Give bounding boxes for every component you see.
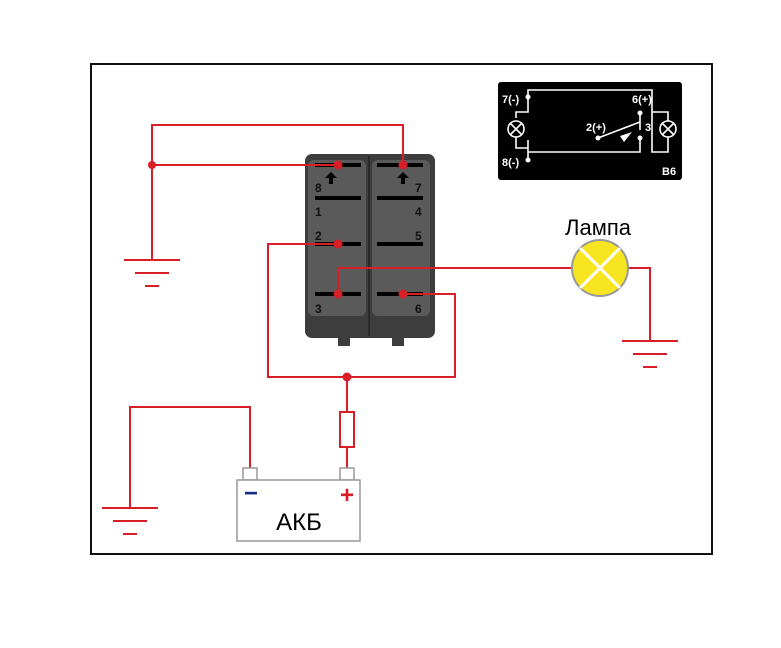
inset-node-7 bbox=[525, 94, 531, 100]
junction-pin7 bbox=[398, 160, 408, 170]
pin-label-8: 8 bbox=[315, 181, 322, 195]
wires bbox=[129, 124, 651, 507]
inset-label-6: 6(+) bbox=[632, 94, 652, 106]
lamp: Лампа bbox=[565, 215, 632, 297]
inset-label-7: 7(-) bbox=[502, 94, 519, 106]
switch-tab-left bbox=[338, 334, 350, 346]
pin-label-6: 6 bbox=[415, 302, 422, 316]
inset-wire-left bbox=[515, 96, 529, 118]
battery-body bbox=[236, 479, 361, 542]
pin-label-3: 3 bbox=[315, 302, 322, 316]
contact-bar-5 bbox=[377, 242, 423, 246]
pin-label-4: 4 bbox=[415, 205, 422, 219]
lamp-arrow-right-icon bbox=[397, 172, 409, 184]
battery-label: АКБ bbox=[276, 509, 322, 536]
pin-label-1: 1 bbox=[315, 205, 322, 219]
inset-background bbox=[498, 82, 682, 180]
inset-wire-bottom bbox=[528, 138, 641, 153]
inset-node-2 bbox=[595, 135, 601, 141]
fuse-icon bbox=[339, 411, 355, 448]
inset-wire-left-bottom bbox=[515, 137, 529, 160]
ground-symbol-battery bbox=[102, 507, 158, 535]
inset-node-6 bbox=[637, 110, 643, 116]
inset-label-2: 2(+) bbox=[586, 122, 606, 134]
junction-pin2 bbox=[333, 239, 343, 249]
inset-model-label: B6 bbox=[662, 166, 676, 178]
battery-terminal-minus bbox=[242, 467, 258, 481]
contact-bar-4 bbox=[377, 196, 423, 200]
junction-ground-top bbox=[148, 161, 156, 169]
inset-wire-right bbox=[652, 111, 669, 153]
lamp-cross-icon bbox=[578, 246, 622, 290]
junction-pin6 bbox=[398, 289, 408, 299]
lamp-label: Лампа bbox=[565, 215, 632, 240]
battery-plus-sign: + bbox=[340, 482, 354, 509]
switch-schematic-inset: 7(-) 6(+) 2(+) 3 8(-) B6 bbox=[498, 82, 682, 180]
battery-terminal-plus bbox=[339, 467, 355, 481]
inset-lamp-left-cross bbox=[509, 122, 523, 136]
pin-label-5: 5 bbox=[415, 229, 422, 243]
rocker-switch: 8 7 1 4 2 5 3 6 bbox=[305, 154, 435, 346]
contact-bar-1 bbox=[315, 196, 361, 200]
junction-supply bbox=[342, 372, 352, 382]
inset-node-3 bbox=[637, 135, 643, 141]
ground-symbol-top-left bbox=[124, 259, 180, 287]
pin-label-7: 7 bbox=[415, 181, 422, 195]
pin-label-2: 2 bbox=[315, 229, 322, 243]
lamp-arrow-left-icon bbox=[325, 172, 337, 184]
inset-switch-lever bbox=[597, 121, 641, 139]
wire-pin6-to-supply bbox=[347, 293, 456, 378]
wire-pin2-to-supply bbox=[267, 243, 347, 378]
inset-wire-top bbox=[527, 89, 660, 153]
inset-lamp-right-cross bbox=[661, 122, 675, 136]
battery: − + АКБ bbox=[236, 467, 361, 542]
junction-pin3 bbox=[333, 289, 343, 299]
wire-ground-to-pin7 bbox=[151, 124, 404, 259]
inset-node-8 bbox=[525, 157, 531, 163]
switch-tab-right bbox=[392, 334, 404, 346]
inset-switch-arrow-icon bbox=[620, 132, 632, 142]
inset-label-8: 8(-) bbox=[502, 157, 519, 169]
wire-battery-minus-to-ground bbox=[129, 406, 251, 507]
battery-minus-sign: − bbox=[244, 480, 258, 507]
wire-lamp-to-ground bbox=[628, 267, 651, 340]
ground-symbol-lamp bbox=[622, 340, 678, 368]
inset-label-3: 3 bbox=[645, 122, 651, 134]
wire-pin3-to-lamp bbox=[337, 267, 572, 294]
junction-pin8 bbox=[333, 160, 343, 170]
